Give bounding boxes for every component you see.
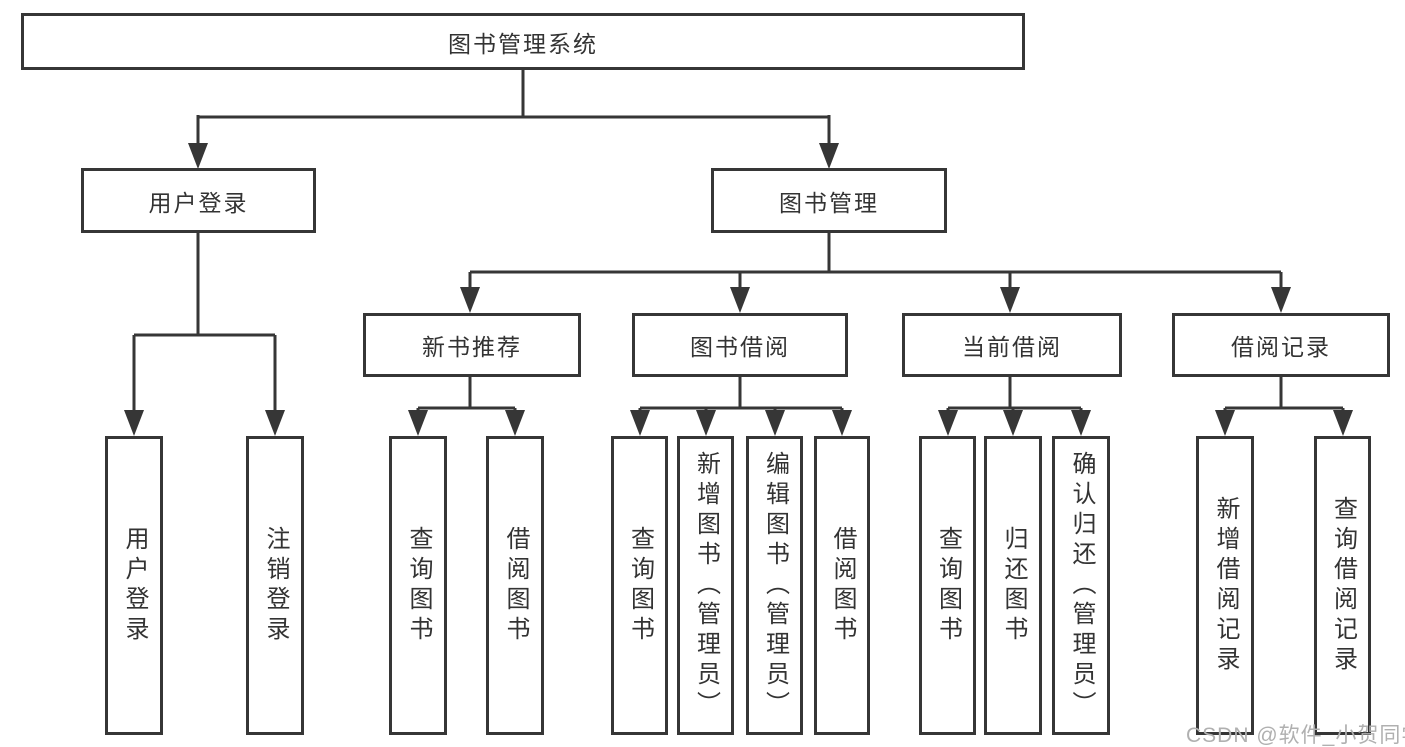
- leaf-add-book-admin-label: 新增图书（管理员）: [692, 450, 720, 721]
- leaf-query-book-borrowing-label: 查询图书: [626, 525, 654, 646]
- arrow-down-icon: [730, 287, 750, 313]
- leaf-add-borrow-record-label: 新增借阅记录: [1212, 495, 1239, 676]
- node-root: 图书管理系统: [21, 13, 1025, 70]
- leaf-logout: 注销登录: [246, 436, 304, 735]
- leaf-borrow-book-recommendation-label: 借阅图书: [502, 525, 529, 646]
- arrow-down-icon: [1071, 410, 1091, 436]
- arrow-down-icon: [265, 410, 285, 436]
- node-borrowing-records-label: 借阅记录: [1231, 334, 1331, 360]
- node-current-borrowing: 当前借阅: [902, 313, 1122, 377]
- leaf-borrow-book-recommendation: 借阅图书: [486, 436, 544, 735]
- leaf-query-borrow-record-label: 查询借阅记录: [1329, 495, 1357, 676]
- node-user-login-label: 用户登录: [148, 189, 249, 216]
- arrow-down-icon: [1271, 287, 1291, 313]
- csdn-watermark: CSDN @软件_小贺同学: [1186, 724, 1405, 747]
- node-current-borrowing-label: 当前借阅: [962, 334, 1062, 360]
- arrow-down-icon: [124, 410, 144, 436]
- arrow-down-icon: [505, 410, 525, 436]
- leaf-borrow-book-label: 借阅图书: [829, 525, 856, 646]
- node-new-book-recommendation: 新书推荐: [363, 313, 581, 377]
- node-new-book-recommendation-label: 新书推荐: [422, 334, 522, 360]
- leaf-confirm-return-admin-label: 确认归还（管理员）: [1068, 450, 1095, 721]
- leaf-query-borrow-record: 查询借阅记录: [1314, 436, 1371, 735]
- leaf-user-login: 用户登录: [105, 436, 163, 735]
- leaf-return-book-label: 归还图书: [1000, 525, 1027, 646]
- leaf-add-book-admin: 新增图书（管理员）: [677, 436, 734, 735]
- arrow-down-icon: [408, 410, 428, 436]
- leaf-edit-book-admin: 编辑图书（管理员）: [746, 436, 803, 735]
- arrow-down-icon: [1215, 410, 1235, 436]
- node-book-borrowing: 图书借阅: [632, 313, 848, 377]
- leaf-edit-book-admin-label: 编辑图书（管理员）: [761, 450, 789, 721]
- arrow-down-icon: [188, 143, 208, 169]
- node-root-label: 图书管理系统: [448, 30, 598, 57]
- leaf-query-book-borrowing: 查询图书: [611, 436, 668, 735]
- leaf-confirm-return-admin: 确认归还（管理员）: [1052, 436, 1110, 735]
- leaf-query-book-current-label: 查询图书: [934, 525, 962, 646]
- node-book-management-label: 图书管理: [779, 189, 879, 216]
- leaf-add-borrow-record: 新增借阅记录: [1196, 436, 1254, 735]
- arrow-down-icon: [819, 143, 839, 169]
- node-book-management: 图书管理: [711, 168, 947, 233]
- node-user-login: 用户登录: [81, 168, 316, 233]
- leaf-user-login-label: 用户登录: [121, 525, 148, 646]
- arrow-down-icon: [1333, 410, 1353, 436]
- node-book-borrowing-label: 图书借阅: [690, 334, 790, 360]
- arrow-down-icon: [1003, 410, 1023, 436]
- arrow-down-icon: [1000, 287, 1020, 313]
- leaf-query-book-recommendation: 查询图书: [389, 436, 447, 735]
- arrow-down-icon: [765, 410, 785, 436]
- arrow-down-icon: [630, 410, 650, 436]
- leaf-borrow-book: 借阅图书: [814, 436, 870, 735]
- arrow-down-icon: [460, 287, 480, 313]
- node-borrowing-records: 借阅记录: [1172, 313, 1390, 377]
- leaf-query-book-recommendation-label: 查询图书: [405, 525, 432, 646]
- arrow-down-icon: [696, 410, 716, 436]
- leaf-logout-label: 注销登录: [262, 525, 289, 646]
- leaf-return-book: 归还图书: [984, 436, 1042, 735]
- leaf-query-book-current: 查询图书: [919, 436, 976, 735]
- arrow-down-icon: [832, 410, 852, 436]
- arrow-down-icon: [938, 410, 958, 436]
